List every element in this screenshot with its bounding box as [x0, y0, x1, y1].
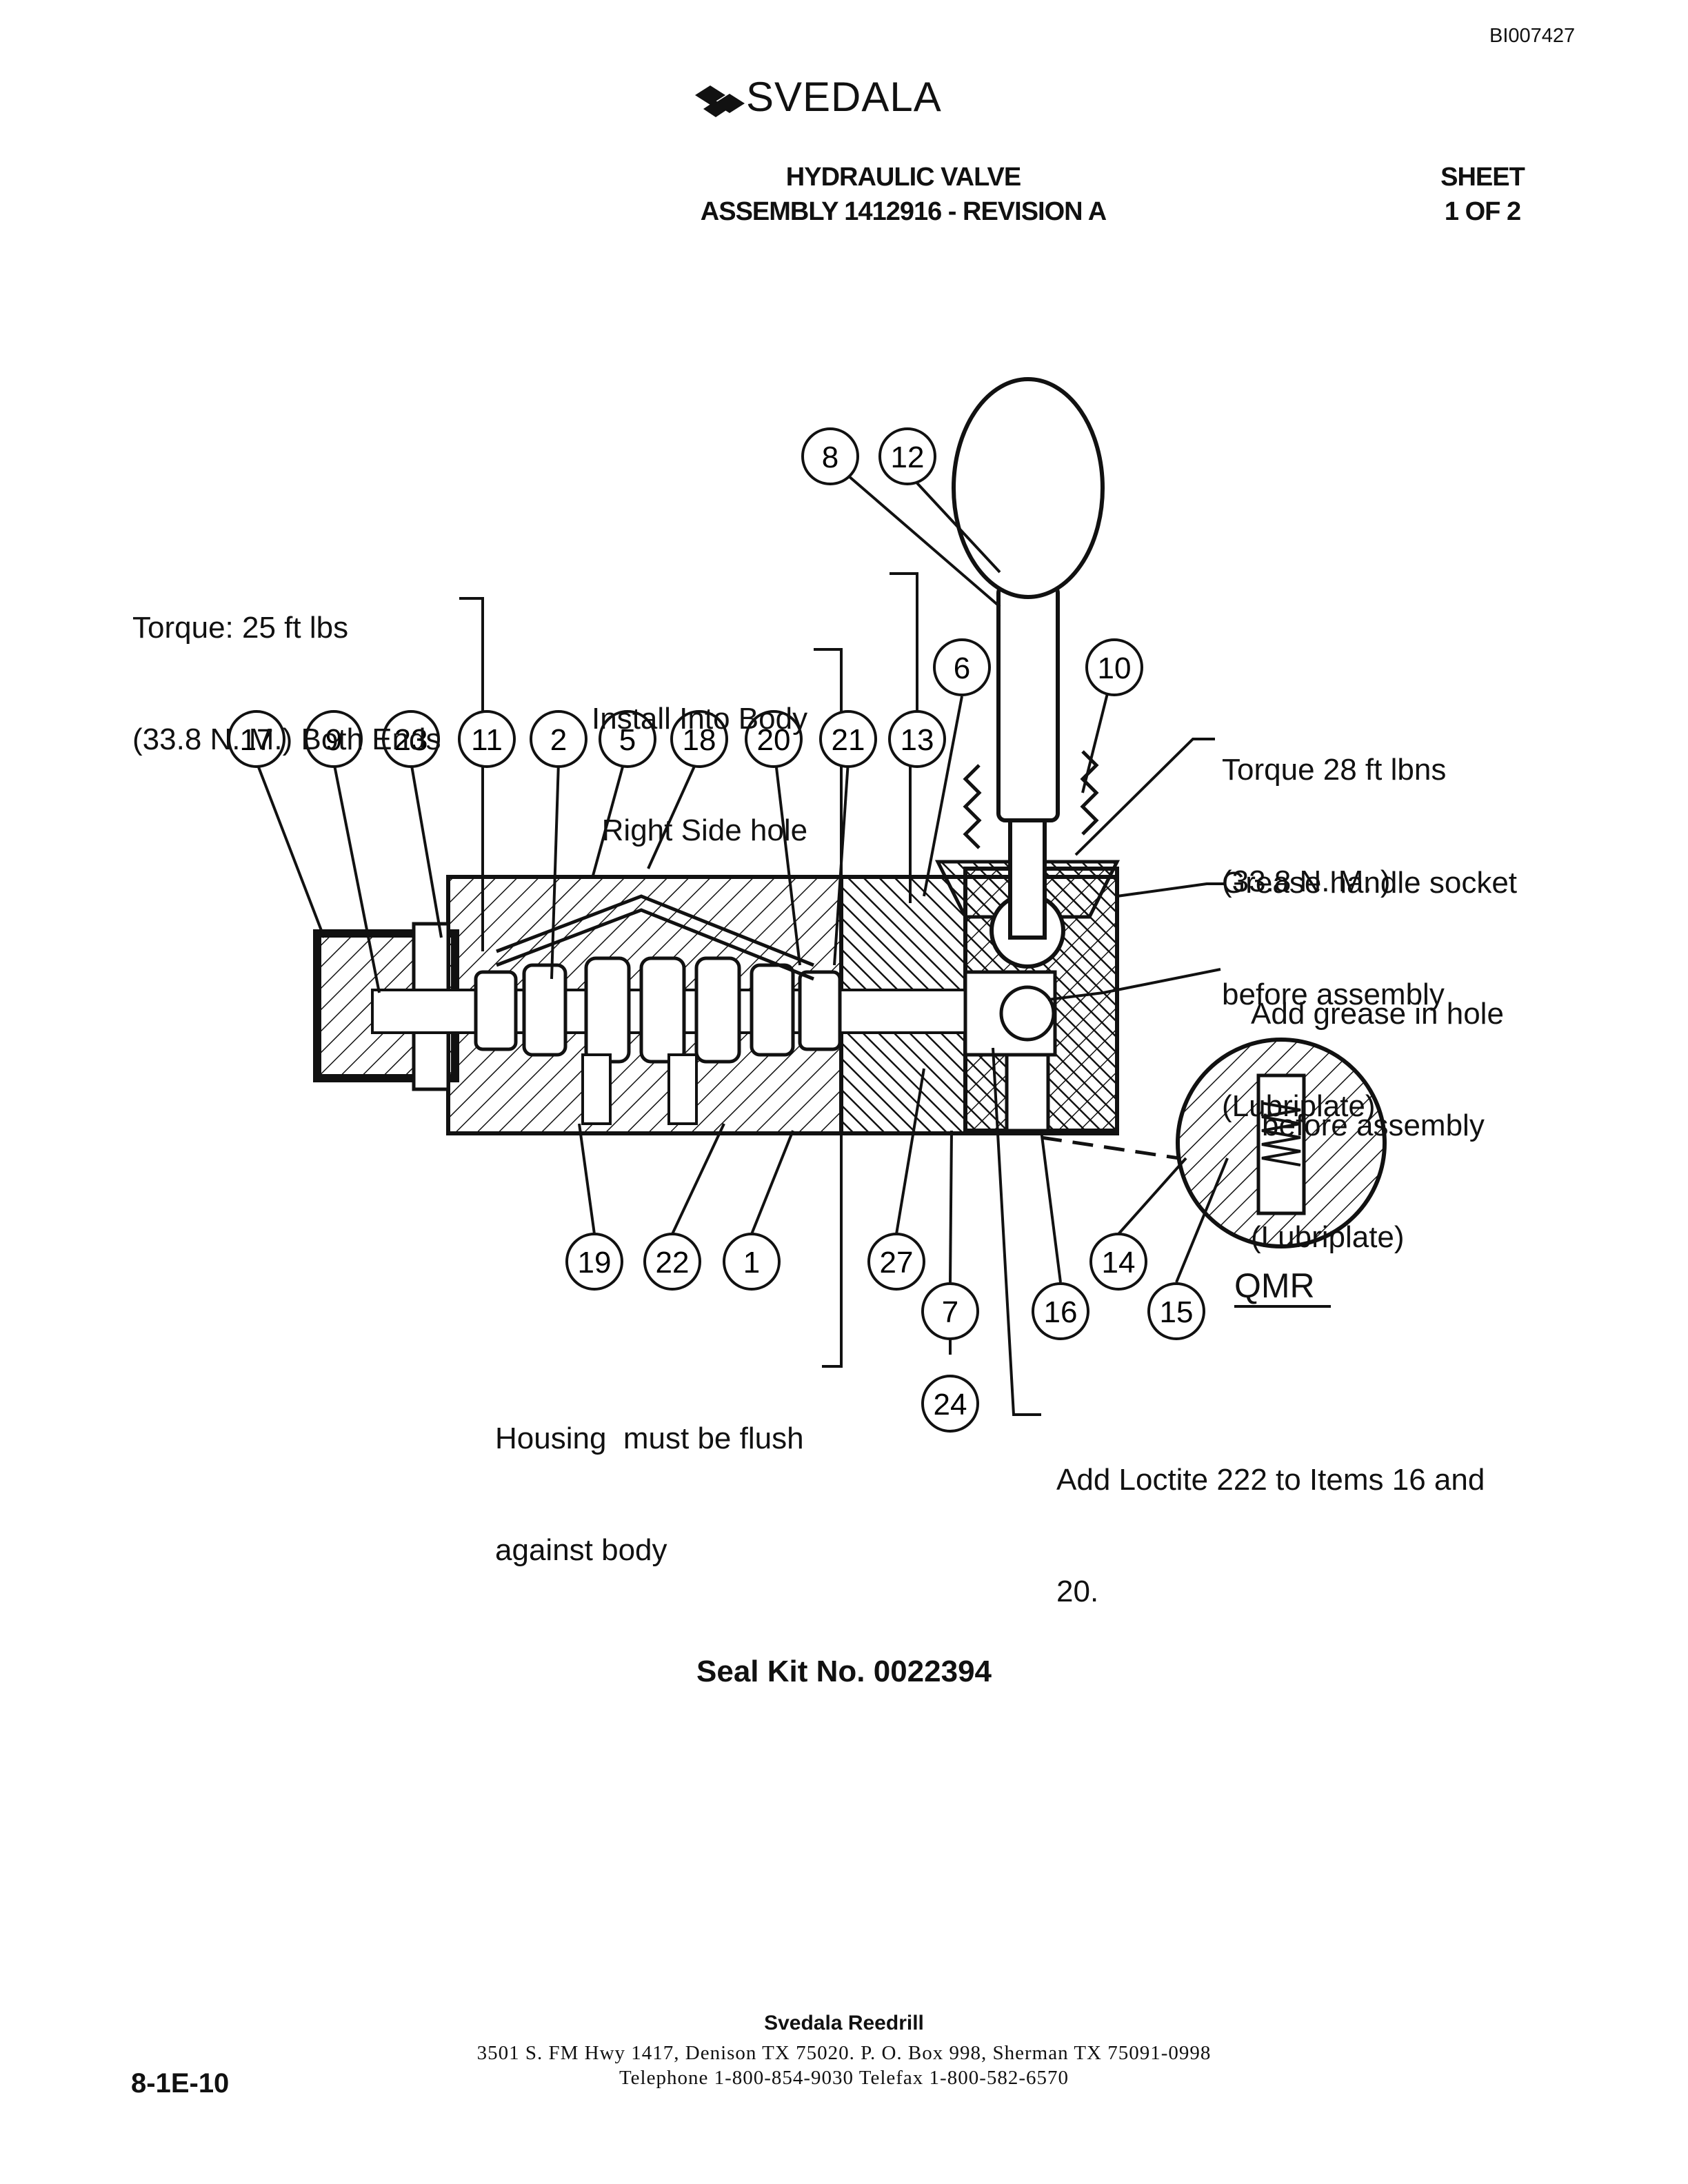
item-label: 15 — [1160, 1295, 1194, 1329]
item-label: 22 — [656, 1246, 690, 1280]
note-line: Right Side hole — [601, 813, 808, 847]
install-note: Install Into Body Right Side hole — [592, 626, 807, 887]
title-line-1: HYDRAULIC VALVE — [785, 163, 1021, 192]
seal-kit-number: Seal Kit No. 0022394 — [696, 1655, 992, 1688]
svedala-logo-icon — [695, 85, 745, 117]
loctite-note: Add Loctite 222 to Items 16 and 20. — [1056, 1387, 1485, 1648]
item-bubble: 19 — [565, 1233, 623, 1291]
footer-address: 3501 S. FM Hwy 1417, Denison TX 75020. P… — [476, 2042, 1212, 2064]
item-label: 11 — [471, 723, 503, 757]
item-label: 2 — [550, 723, 567, 757]
item-bubble: 18 — [670, 710, 728, 768]
item-label: 16 — [1044, 1295, 1078, 1329]
grease-socket-note: Grease handle socket before assembly (Lu… — [1222, 790, 1517, 1162]
valve-body — [313, 860, 1121, 1135]
item-label: 12 — [891, 441, 925, 474]
item-label: 8 — [822, 441, 838, 474]
page-number: 8-1E-10 — [131, 2068, 230, 2099]
note-line: against body — [495, 1533, 667, 1567]
note-line: Add Loctite 222 to Items 16 and — [1056, 1463, 1485, 1497]
item-bubble: 11 — [458, 710, 516, 768]
item-label: 13 — [901, 723, 934, 757]
housing-note: Housing must be flush against body — [495, 1346, 804, 1606]
item-bubble: 1 — [723, 1233, 781, 1291]
item-bubble: 7 — [921, 1282, 979, 1340]
item-bubble: 21 — [819, 710, 877, 768]
item-label: 1 — [743, 1246, 760, 1280]
item-label: 6 — [954, 651, 970, 685]
item-bubble: 23 — [382, 710, 440, 768]
note-line: Grease handle socket — [1222, 866, 1518, 900]
document-id: BI007427 — [1489, 25, 1576, 47]
note-line: Torque 28 ft lbns — [1222, 753, 1447, 787]
item-bubble: 24 — [921, 1375, 979, 1433]
item-label: 9 — [325, 723, 342, 757]
item-label: 27 — [880, 1246, 914, 1280]
note-line: before assembly — [1222, 978, 1445, 1011]
note-line: (33.8 N. M.) Both Ends — [132, 722, 441, 756]
item-label: 7 — [942, 1295, 958, 1329]
item-bubble: 12 — [878, 427, 936, 485]
torque-note-right: Torque 28 ft lbns (33.8 N. M. ) — [1222, 677, 1446, 938]
item-label: 14 — [1102, 1246, 1136, 1280]
item-bubble: 16 — [1032, 1282, 1089, 1340]
item-bubble: 8 — [801, 427, 859, 485]
item-bubble: 5 — [599, 710, 656, 768]
note-line: 20. — [1056, 1575, 1099, 1608]
sheet-label: SHEET — [1440, 163, 1525, 192]
sheet-number: SHEET 1 OF 2 — [1427, 160, 1538, 229]
item-label: 17 — [240, 723, 274, 757]
item-label: 5 — [619, 723, 636, 757]
item-label: 21 — [832, 723, 865, 757]
item-bubbles: 17 9 23 11 2 5 18 20 21 13 8 12 6 10 19 … — [228, 427, 1205, 1433]
note-line: (Lubriplate) — [1222, 1089, 1376, 1123]
note-line: (33.8 N. M. ) — [1222, 865, 1391, 898]
note-line: Add grease in hole — [1251, 997, 1504, 1031]
footer-company: Svedala Reedrill — [764, 2012, 924, 2034]
item-bubble: 17 — [228, 710, 285, 768]
item-label: 23 — [394, 723, 428, 757]
item-label: 20 — [757, 723, 791, 757]
grease-hole-note: Add grease in hole before assembly (Lubr… — [1251, 921, 1504, 1293]
item-label: 24 — [934, 1388, 967, 1422]
item-bubble: 13 — [888, 710, 946, 768]
item-bubble: 22 — [643, 1233, 701, 1291]
note-line: Housing must be flush — [495, 1422, 804, 1455]
item-label: 18 — [683, 723, 716, 757]
item-bubble: 2 — [530, 710, 587, 768]
item-bubble: 27 — [867, 1233, 925, 1291]
item-label: 19 — [578, 1246, 612, 1280]
item-bubble: 14 — [1089, 1233, 1147, 1291]
note-line: before assembly — [1262, 1109, 1485, 1142]
handle — [952, 377, 1105, 940]
item-bubble: 9 — [305, 710, 363, 768]
torque-note-left: Torque: 25 ft lbs (33.8 N. M.) Both Ends — [132, 535, 441, 796]
item-bubble: 10 — [1085, 638, 1143, 696]
note-line: (Lubriplate) — [1251, 1220, 1405, 1254]
document-title: HYDRAULIC VALVE ASSEMBLY 1412916 - REVIS… — [593, 160, 1214, 229]
detail-qmr-view — [1041, 1038, 1387, 1308]
title-line-2: ASSEMBLY 1412916 - REVISION A — [700, 197, 1107, 226]
item-bubble: 6 — [933, 638, 991, 696]
brand-name: SVEDALA — [746, 74, 942, 120]
detail-label: QMR — [1234, 1266, 1315, 1305]
note-line: Install Into Body — [592, 702, 808, 736]
item-bubble: 20 — [745, 710, 803, 768]
leader-lines — [255, 474, 1229, 1416]
note-line: Torque: 25 ft lbs — [132, 611, 349, 645]
item-label: 10 — [1098, 651, 1132, 685]
sheet-count: 1 OF 2 — [1444, 197, 1521, 226]
item-bubble: 15 — [1147, 1282, 1205, 1340]
footer-telephone: Telephone 1-800-854-9030 Telefax 1-800-5… — [619, 2067, 1069, 2089]
